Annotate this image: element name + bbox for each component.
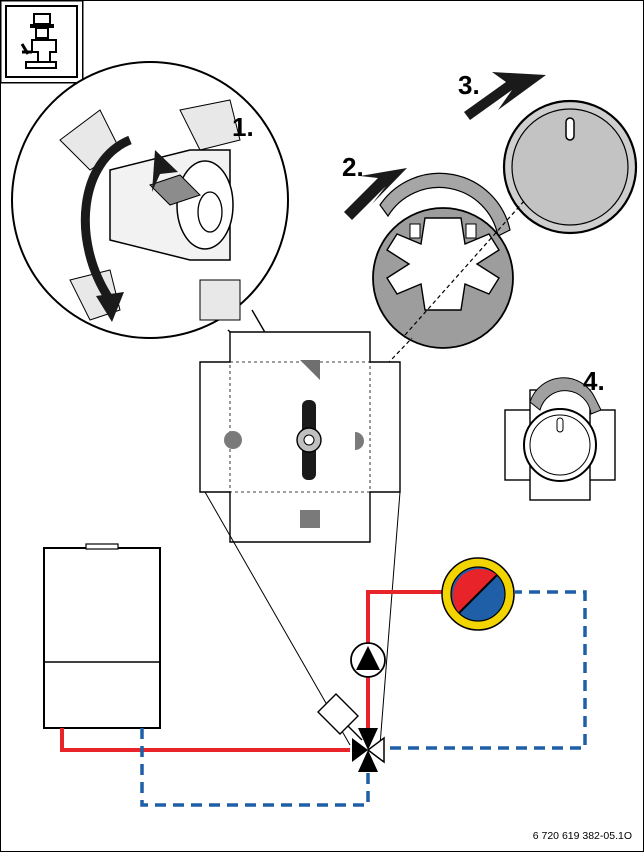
- detail-line-left: [204, 491, 351, 746]
- adapter-ring: [372, 172, 514, 349]
- step-2-label: 2.: [342, 152, 364, 182]
- assembled-valve: [504, 377, 616, 501]
- detail-line-right: [379, 491, 401, 746]
- valve-actuator-icon: [317, 693, 363, 741]
- step2-arrow: [344, 168, 407, 220]
- three-way-mixing-valve-icon: [352, 728, 385, 772]
- heat-consumer-icon: [441, 557, 515, 631]
- return-piping: [140, 590, 587, 807]
- step-3-label: 3.: [458, 70, 480, 100]
- pump-icon: [350, 642, 386, 678]
- step3-arrow: [464, 72, 546, 120]
- alignment-guide-line-1: [404, 199, 526, 336]
- document-number: 6 720 619 382-05.1O: [532, 830, 632, 842]
- step-1-label: 1.: [232, 112, 254, 142]
- detail-zoom-view: [11, 61, 311, 411]
- mixing-valve-body: [199, 331, 401, 543]
- step-4-label: 4.: [583, 366, 605, 396]
- flow-piping: [60, 590, 450, 752]
- boiler-unit: [43, 543, 161, 729]
- service-technician-icon: [0, 0, 84, 84]
- actuator-knob: [502, 99, 638, 235]
